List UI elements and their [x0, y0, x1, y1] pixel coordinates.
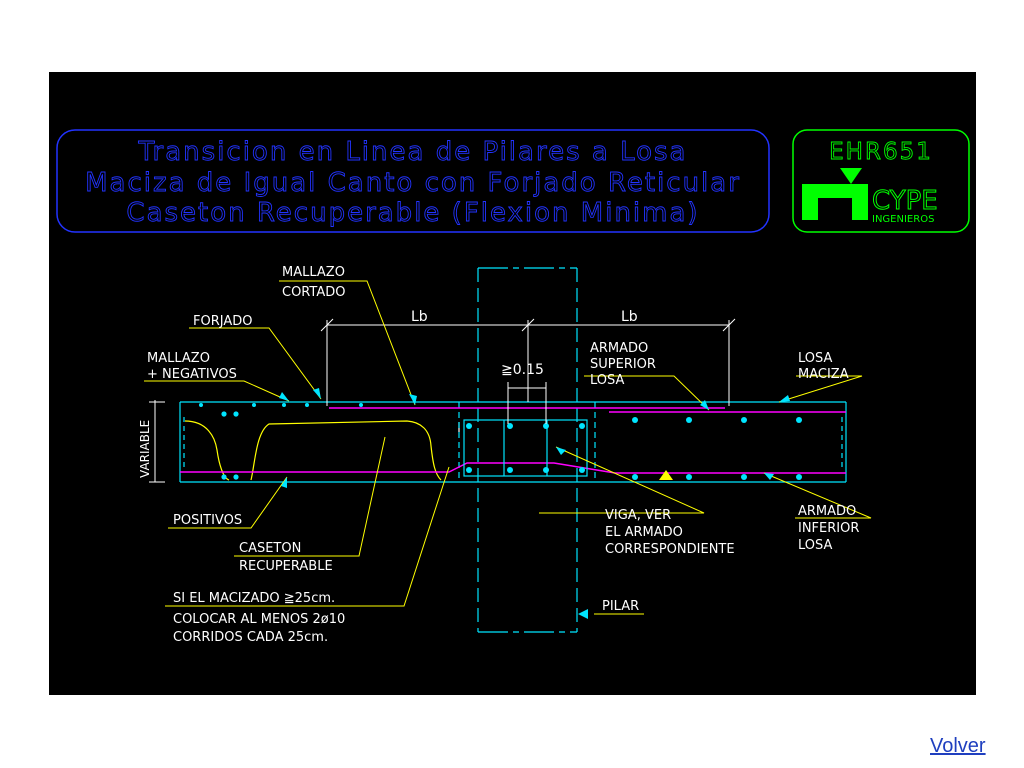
- caseton-main: [250, 420, 442, 481]
- label-armado-inferior-3: LOSA: [798, 538, 833, 553]
- rebar-dots: [199, 403, 802, 480]
- label-viga-1: VIGA, VER: [605, 508, 671, 523]
- label-forjado: FORJADO: [193, 314, 252, 329]
- label-macizado-2: COLOCAR AL MENOS 2ø10: [173, 612, 345, 627]
- logo-code: EHR651: [829, 139, 933, 165]
- cad-drawing-panel: Transicion en Linea de Pilares a Losa Ma…: [49, 72, 976, 695]
- title-line-3: Caseton Recuperable (Flexion Minima): [126, 198, 699, 228]
- label-mallazo-neg-1: MALLAZO: [147, 351, 210, 366]
- label-losa-maciza-1: LOSA: [798, 351, 833, 366]
- label-lb-right: Lb: [621, 309, 638, 325]
- label-losa-maciza-2: MACIZA: [798, 367, 849, 382]
- label-dim-015: ≧0.15: [501, 362, 544, 378]
- slab-outline: [179, 401, 847, 483]
- caseton-shapes: [184, 420, 442, 481]
- title-frame: [56, 129, 770, 233]
- label-mallazo-neg-2: + NEGATIVOS: [147, 367, 237, 382]
- dimension-lines: [149, 318, 736, 483]
- label-armado-superior-2: SUPERIOR: [590, 357, 656, 372]
- title-line-2: Maciza de Igual Canto con Forjado Reticu…: [85, 168, 741, 198]
- label-macizado-3: CORRIDOS CADA 25cm.: [173, 630, 328, 645]
- logo-leg-right-icon: [852, 198, 868, 220]
- label-viga-2: EL ARMADO: [605, 525, 683, 540]
- logo-leg-left-icon: [802, 198, 818, 220]
- label-viga-3: CORRESPONDIENTE: [605, 542, 735, 557]
- rebar-lines: [180, 407, 846, 474]
- back-link[interactable]: Volver: [930, 735, 986, 757]
- label-mallazo-cortado-1: MALLAZO: [282, 265, 345, 280]
- label-armado-inferior-2: INFERIOR: [798, 521, 859, 536]
- beam-stirrups: [463, 419, 588, 477]
- label-pilar: PILAR: [602, 599, 639, 614]
- title-line-1: Transicion en Linea de Pilares a Losa: [137, 137, 687, 167]
- label-positivos: POSITIVOS: [173, 513, 242, 528]
- label-mallazo-cortado-2: CORTADO: [282, 285, 345, 300]
- support-triangle-icon: [659, 470, 673, 480]
- cype-logo: EHR651 CYPE INGENIEROS: [792, 129, 970, 233]
- label-caseton-2: RECUPERABLE: [239, 559, 333, 574]
- column-outline: [458, 267, 578, 633]
- label-armado-inferior-1: ARMADO: [798, 504, 856, 519]
- cad-drawing: Transicion en Linea de Pilares a Losa Ma…: [56, 129, 970, 645]
- label-armado-superior-3: LOSA: [590, 373, 625, 388]
- leader-arrowheads: [279, 388, 790, 619]
- logo-beam-icon: [802, 184, 868, 198]
- leader-lines: [144, 280, 872, 615]
- label-variable: VARIABLE: [138, 420, 152, 478]
- label-macizado-1: SI EL MACIZADO ≧25cm.: [173, 591, 335, 606]
- label-caseton-1: CASETON: [239, 541, 301, 556]
- logo-triangle-icon: [840, 168, 862, 184]
- logo-subtitle: INGENIEROS: [872, 214, 934, 225]
- label-armado-superior-1: ARMADO: [590, 341, 648, 356]
- logo-brand: CYPE: [872, 186, 938, 216]
- caseton-left: [184, 420, 230, 481]
- label-lb-left: Lb: [411, 309, 428, 325]
